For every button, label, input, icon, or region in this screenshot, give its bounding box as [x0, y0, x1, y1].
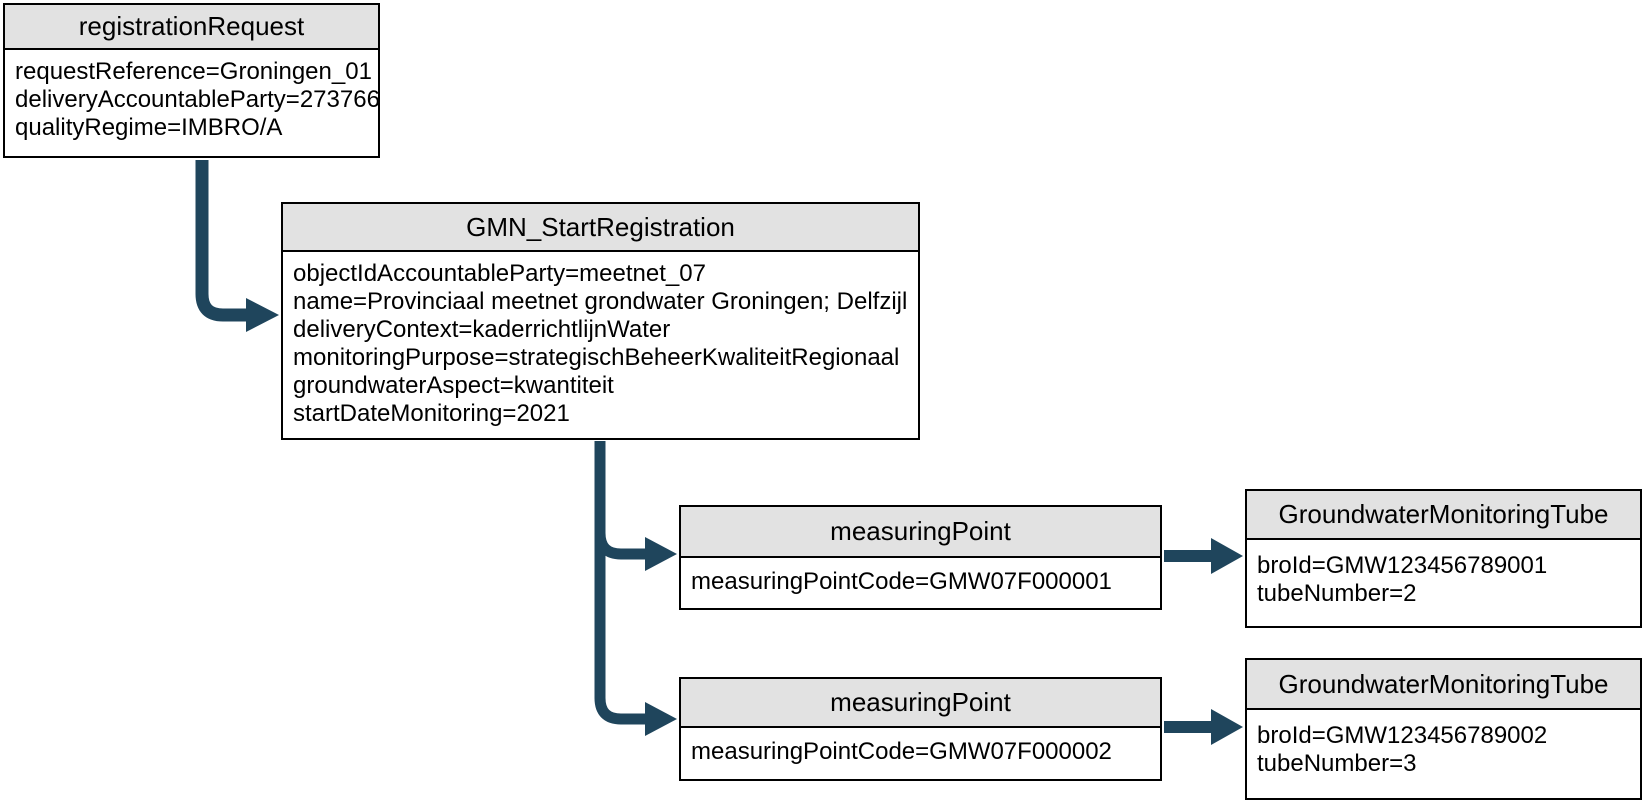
- arrow-measuringpoint-2-to-tube-2-head: [1211, 709, 1243, 745]
- attribute-line: requestReference=Groningen_01: [15, 58, 372, 85]
- attribute-line: measuringPointCode=GMW07F000001: [691, 568, 1112, 595]
- node-groundwater-monitoring-tube-2-title: GroundwaterMonitoringTube: [1247, 660, 1640, 710]
- node-measuring-point-1-body: measuringPointCode=GMW07F000001: [681, 558, 1160, 596]
- attribute-line: monitoringPurpose=strategischBeheerKwali…: [293, 344, 900, 371]
- node-registration-request: registrationRequest requestReference=Gro…: [3, 3, 380, 158]
- arrow-measuringpoint-1-to-tube-1-head: [1211, 538, 1243, 574]
- node-groundwater-monitoring-tube-1-title: GroundwaterMonitoringTube: [1247, 491, 1640, 540]
- attribute-line: name=Provinciaal meetnet grondwater Gron…: [293, 288, 908, 315]
- node-registration-request-body: requestReference=Groningen_01 deliveryAc…: [5, 50, 378, 142]
- attribute-line: deliveryAccountableParty=27376655: [15, 86, 380, 113]
- attribute-line: objectIdAccountableParty=meetnet_07: [293, 260, 706, 287]
- attribute-line: measuringPointCode=GMW07F000002: [691, 738, 1112, 765]
- attribute-line: broId=GMW123456789001: [1257, 552, 1548, 579]
- node-measuring-point-2: measuringPoint measuringPointCode=GMW07F…: [679, 677, 1162, 781]
- attribute-line: broId=GMW123456789002: [1257, 722, 1548, 749]
- node-groundwater-monitoring-tube-1: GroundwaterMonitoringTube broId=GMW12345…: [1245, 489, 1642, 628]
- node-measuring-point-2-body: measuringPointCode=GMW07F000002: [681, 728, 1160, 766]
- arrow-gmn-to-measuringpoint-2-head: [645, 702, 677, 736]
- node-gmn-start-registration-title: GMN_StartRegistration: [283, 204, 918, 252]
- arrow-registration-to-gmn-head: [246, 298, 279, 332]
- attribute-line: tubeNumber=3: [1257, 750, 1417, 777]
- attribute-line: startDateMonitoring=2021: [293, 400, 570, 427]
- node-groundwater-monitoring-tube-1-body: broId=GMW123456789001 tubeNumber=2: [1247, 540, 1640, 608]
- node-registration-request-title: registrationRequest: [5, 5, 378, 50]
- node-groundwater-monitoring-tube-2-body: broId=GMW123456789002 tubeNumber=3: [1247, 710, 1640, 778]
- node-measuring-point-1: measuringPoint measuringPointCode=GMW07F…: [679, 505, 1162, 610]
- attribute-line: groundwaterAspect=kwantiteit: [293, 372, 614, 399]
- arrow-gmn-to-measuringpoint-1-head: [645, 537, 677, 571]
- arrow-gmn-trunk: [594, 441, 646, 725]
- node-measuring-point-1-title: measuringPoint: [681, 507, 1160, 558]
- arrow-registration-to-gmn: [195, 160, 247, 322]
- node-gmn-start-registration-body: objectIdAccountableParty=meetnet_07 name…: [283, 252, 918, 428]
- node-measuring-point-2-title: measuringPoint: [681, 679, 1160, 728]
- arrow-gmn-to-measuringpoint-1: [594, 515, 646, 560]
- node-groundwater-monitoring-tube-2: GroundwaterMonitoringTube broId=GMW12345…: [1245, 658, 1642, 800]
- attribute-line: deliveryContext=kaderrichtlijnWater: [293, 316, 671, 343]
- attribute-line: qualityRegime=IMBRO/A: [15, 114, 283, 141]
- attribute-line: tubeNumber=2: [1257, 580, 1417, 607]
- node-gmn-start-registration: GMN_StartRegistration objectIdAccountabl…: [281, 202, 920, 440]
